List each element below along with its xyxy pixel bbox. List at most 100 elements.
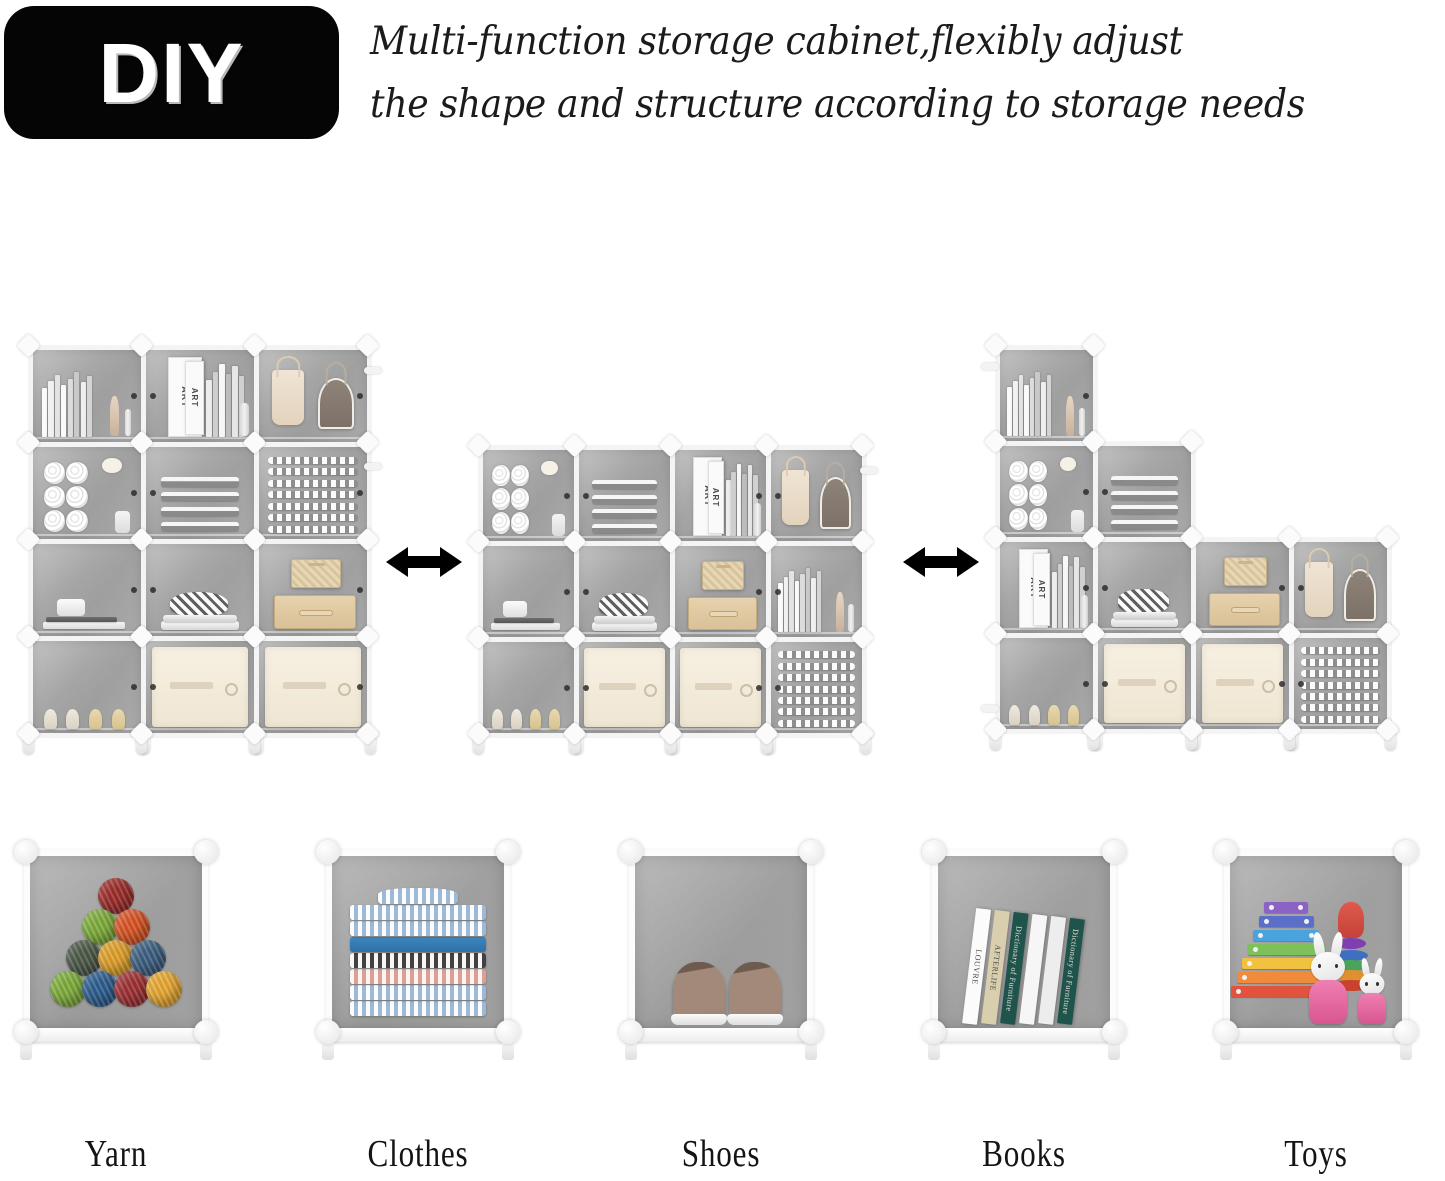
bunny-eye xyxy=(1376,982,1379,986)
knit-blanket xyxy=(267,479,359,487)
storage-cube xyxy=(995,345,1098,446)
cube-contents xyxy=(1196,542,1289,633)
storage-cube xyxy=(1191,633,1294,734)
showcase-cube-base xyxy=(1218,1028,1414,1042)
cube-contents xyxy=(146,544,254,636)
lamp-shade xyxy=(102,458,122,473)
double-arrow-icon xyxy=(903,545,979,579)
book-spine xyxy=(800,574,805,633)
handbag xyxy=(317,362,355,430)
cube-contents xyxy=(1196,638,1289,729)
folded-towel xyxy=(1111,490,1178,500)
book-spine xyxy=(736,463,742,537)
shelf-floor-line xyxy=(1000,628,1093,630)
bunny-dress xyxy=(1309,980,1347,1024)
knit-blanket xyxy=(778,719,855,727)
cube-corner-connector xyxy=(619,1020,643,1044)
cube-door-knob xyxy=(583,492,589,499)
fabric-storage-bin xyxy=(584,648,665,727)
folded-towel xyxy=(1111,476,1178,486)
book-spine xyxy=(1046,375,1052,437)
shoe xyxy=(43,708,57,729)
cube-corner-connector xyxy=(1394,1020,1418,1044)
towel-roll xyxy=(66,461,89,484)
folded-shirt xyxy=(350,953,486,968)
towel-roll xyxy=(43,461,66,484)
book-spine xyxy=(725,480,731,537)
storage-cube xyxy=(141,539,259,641)
shelf-floor-line xyxy=(1098,724,1191,726)
towel-roll xyxy=(1009,460,1028,483)
folded-bedding xyxy=(593,616,656,624)
towel-roll xyxy=(511,464,530,487)
shelf-floor-line xyxy=(675,536,766,538)
cube-corner-connector xyxy=(1394,840,1418,864)
storage-cube xyxy=(574,541,675,642)
vase xyxy=(109,396,120,437)
towel-roll xyxy=(511,488,530,511)
cube-contents xyxy=(579,450,670,541)
folded-towel xyxy=(161,506,239,516)
cube-contents xyxy=(1098,542,1191,633)
towel-roll xyxy=(66,485,89,508)
bottle xyxy=(124,408,132,437)
cube-door-knob xyxy=(131,587,137,593)
towel-roll xyxy=(1009,507,1028,530)
storage-cube xyxy=(1289,633,1392,734)
canister xyxy=(754,502,762,536)
shelf-floor-line xyxy=(675,632,766,634)
showcase-cube-base xyxy=(623,1028,819,1042)
cube-door-knob xyxy=(1083,680,1089,687)
folded-shirt xyxy=(350,1001,486,1016)
tote-handle xyxy=(1308,547,1330,569)
bottle xyxy=(1079,408,1085,436)
stacking-ring-tower xyxy=(1330,902,1372,1012)
cube-contents xyxy=(33,544,141,636)
folded-bedding xyxy=(163,614,237,623)
shelf-floor-line xyxy=(675,728,766,730)
handbag-handle xyxy=(325,362,347,386)
book-spine xyxy=(80,382,86,438)
cube-door-knob xyxy=(150,393,156,399)
showcase-cube-clothes xyxy=(312,840,524,1060)
cube-contents xyxy=(771,450,862,541)
cube-contents xyxy=(259,447,367,539)
showcase-contents xyxy=(1230,856,1402,1030)
shoe xyxy=(511,708,523,729)
shoe xyxy=(1028,704,1040,725)
storage-cube xyxy=(254,636,372,738)
cube-contents xyxy=(33,641,141,733)
folded-shirt xyxy=(350,937,486,952)
showcase-cube-base xyxy=(926,1028,1122,1042)
shoe xyxy=(1048,704,1060,725)
cube-door-knob xyxy=(1083,488,1089,495)
bunny-doll xyxy=(1304,931,1352,1024)
bunny-head xyxy=(1359,973,1385,995)
cube-door-knob xyxy=(1279,584,1285,591)
cube-door-knob xyxy=(583,588,589,595)
storage-cube xyxy=(28,442,146,544)
towel-roll xyxy=(66,509,89,532)
canister xyxy=(239,403,249,437)
book-spine xyxy=(1029,378,1035,437)
cube-door-knob xyxy=(357,393,363,399)
towel-roll xyxy=(1028,507,1048,530)
tote-bag xyxy=(271,355,305,426)
header: DIY Multi-function storage cabinet,flexi… xyxy=(0,0,1445,150)
tote-handle xyxy=(276,355,300,377)
knit-blanket xyxy=(1301,692,1380,700)
shelf-floor-line xyxy=(146,534,254,536)
bin-grommet xyxy=(225,683,238,697)
book-spine xyxy=(87,375,93,438)
folded-towel xyxy=(161,492,239,502)
cube-door-knob xyxy=(564,588,570,595)
storage-cube xyxy=(254,345,372,447)
art-poster-book: ART xyxy=(707,460,725,534)
showcase-cube-toys xyxy=(1210,840,1422,1060)
book-spine xyxy=(212,372,219,438)
side-hook xyxy=(364,463,382,470)
cube-door-knob xyxy=(564,684,570,691)
